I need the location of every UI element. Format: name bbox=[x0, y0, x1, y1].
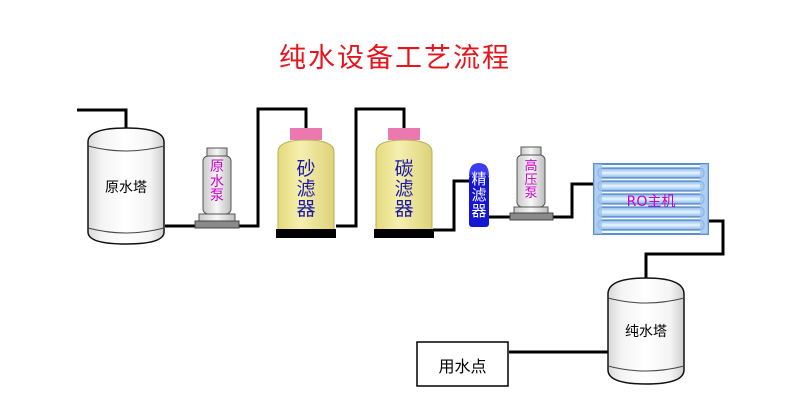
pure-water-tank-label: 纯水塔 bbox=[625, 324, 667, 340]
ro-unit bbox=[593, 163, 709, 235]
page-title: 纯水设备工艺流程 bbox=[279, 43, 511, 74]
carbon-filter bbox=[374, 128, 434, 238]
sand-filter-label-1: 砂 bbox=[296, 158, 316, 180]
pipe-ro-to-pure-tank bbox=[644, 219, 725, 278]
high-pressure-pump-label-3: 泵 bbox=[524, 186, 538, 202]
raw-water-pump-label-1: 原 bbox=[210, 159, 224, 175]
raw-water-pump bbox=[194, 147, 240, 229]
sand-filter-label-2: 滤 bbox=[296, 177, 316, 200]
precision-filter-label-3: 器 bbox=[471, 201, 487, 220]
high-pressure-pump-label-1: 高 bbox=[524, 159, 538, 174]
use-point-label: 用水点 bbox=[438, 357, 487, 376]
pipes bbox=[77, 107, 725, 354]
high-pressure-pump-label: 高 压 泵 bbox=[517, 160, 545, 201]
pipe-raw-pump-to-sand-filter bbox=[238, 107, 308, 228]
raw-water-pump-label: 原 水 泵 bbox=[203, 160, 231, 204]
carbon-filter-label-1: 碳 bbox=[394, 158, 414, 180]
sand-filter-label-3: 器 bbox=[296, 197, 316, 220]
carbon-filter-label-2: 滤 bbox=[394, 177, 414, 200]
raw-water-pump-label-2: 水 bbox=[210, 173, 224, 190]
pipe-inlet bbox=[77, 108, 128, 128]
precision-filter-label-1: 精 bbox=[471, 170, 487, 188]
ro-unit-label: RO主机 bbox=[626, 194, 676, 210]
sand-filter-label: 砂 滤 器 bbox=[278, 158, 334, 220]
carbon-filter-label-3: 器 bbox=[394, 197, 414, 220]
precision-filter-label: 精 滤 器 bbox=[467, 170, 491, 220]
raw-water-tank-label: 原水塔 bbox=[105, 180, 147, 196]
pipe-hp-pump-to-ro bbox=[553, 182, 594, 219]
pipe-sand-to-carbon bbox=[336, 107, 406, 228]
use-point-box bbox=[416, 341, 509, 387]
raw-water-pump-label-3: 泵 bbox=[210, 188, 224, 205]
precision-filter-label-2: 滤 bbox=[471, 185, 487, 204]
carbon-filter-label: 碳 滤 器 bbox=[376, 158, 432, 220]
pure-water-tank bbox=[607, 277, 685, 385]
pipe-carbon-to-precision bbox=[433, 179, 469, 232]
raw-water-tank bbox=[87, 127, 165, 245]
precision-filter bbox=[469, 163, 489, 227]
high-pressure-pump bbox=[509, 146, 554, 221]
sand-filter bbox=[276, 128, 336, 238]
high-pressure-pump-label-2: 压 bbox=[524, 172, 538, 188]
